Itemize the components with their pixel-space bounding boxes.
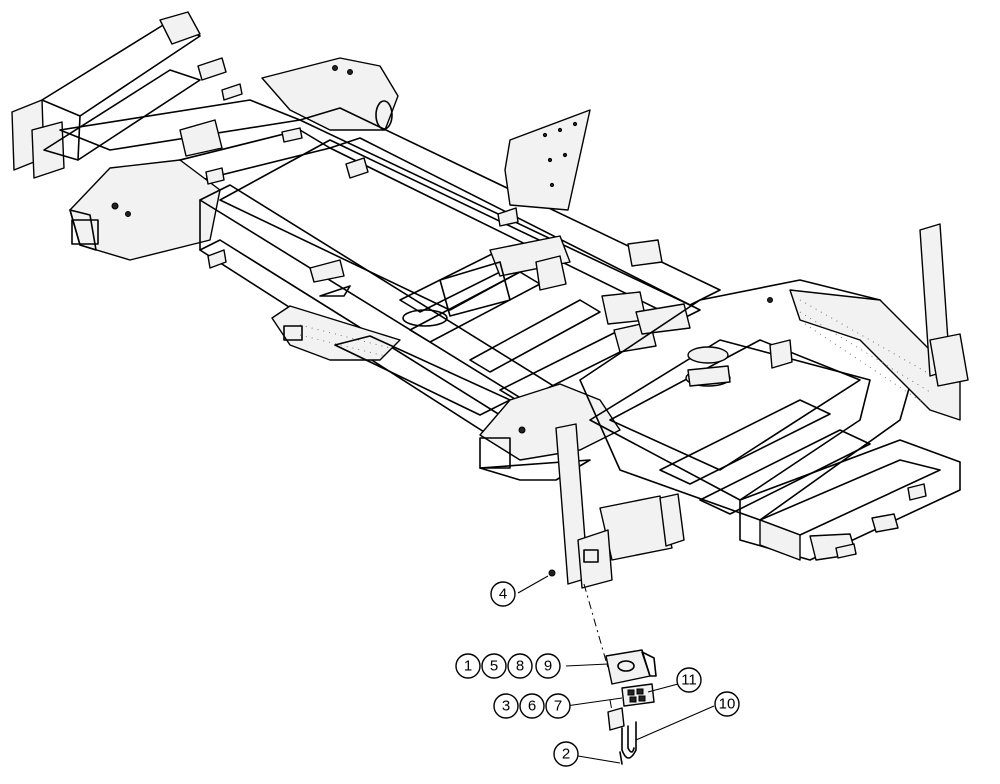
callout-label: 3: [502, 698, 510, 715]
callout-leaders: [517, 575, 715, 764]
exploded-parts: [583, 583, 657, 765]
front-frame-section: [479, 223, 969, 589]
callout-label: 7: [554, 698, 562, 715]
callout-label: 5: [490, 658, 498, 675]
main-rails: [199, 107, 721, 456]
callout-label: 8: [516, 658, 524, 675]
callout-label: 1: [464, 658, 472, 675]
callout-11: 11: [676, 667, 702, 693]
callout-1: 1: [455, 653, 481, 679]
u-bolt-part: [621, 721, 637, 759]
callout-label: 11: [681, 672, 697, 689]
callout-label: 4: [499, 586, 507, 603]
callout-2: 2: [553, 741, 579, 767]
rear-frame-section: [11, 11, 399, 261]
callout-5: 5: [481, 653, 507, 679]
connector-part: [621, 683, 655, 707]
callout-8: 8: [507, 653, 533, 679]
callout-10: 10: [714, 691, 740, 717]
callout-3: 3: [493, 693, 519, 719]
callout-label: 2: [562, 746, 570, 763]
callout-6: 6: [519, 693, 545, 719]
callout-label: 6: [528, 698, 536, 715]
callout-label: 9: [544, 658, 552, 675]
callout-9: 9: [535, 653, 561, 679]
callout-7: 7: [545, 693, 571, 719]
callout-4: 4: [490, 581, 516, 607]
callout-label: 10: [719, 696, 736, 713]
